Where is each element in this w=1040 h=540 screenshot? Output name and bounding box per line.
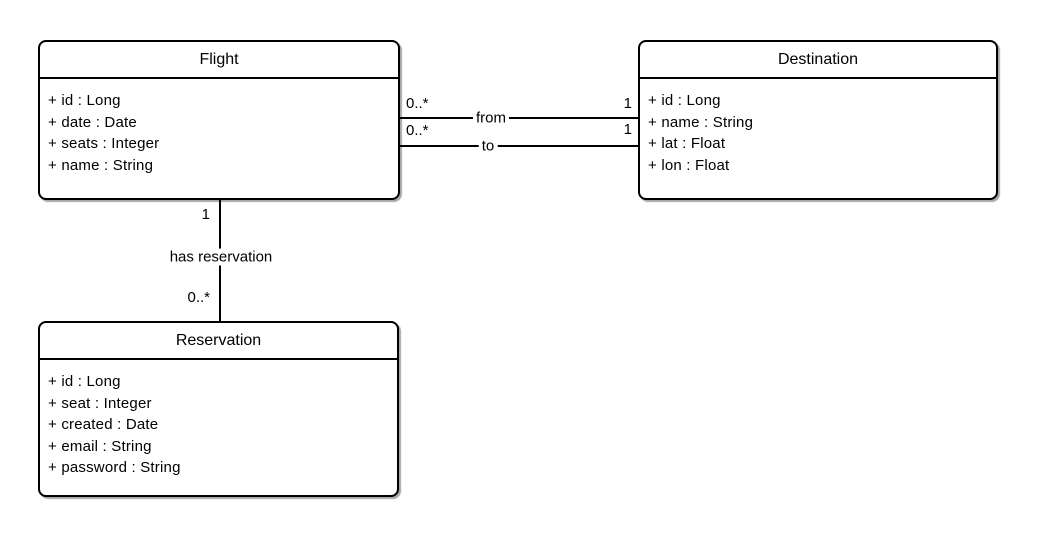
attribute: + password : String	[48, 459, 181, 476]
association-line-from[interactable]	[400, 117, 638, 119]
class-attributes-destination: + id : Long + name : String + lat : Floa…	[640, 79, 996, 187]
class-box-reservation[interactable]: Reservation + id : Long + seat : Integer…	[38, 321, 399, 497]
edge-label-has-reservation[interactable]: has reservation	[166, 248, 276, 266]
attribute: + id : Long	[48, 92, 121, 109]
multiplicity-destination-to: 1	[552, 121, 632, 138]
attribute: + lat : Float	[648, 135, 726, 152]
class-box-destination[interactable]: Destination + id : Long + name : String …	[638, 40, 998, 200]
attribute: + name : String	[648, 113, 754, 131]
class-title-reservation: Reservation	[40, 323, 397, 360]
edge-label-to[interactable]: to	[478, 137, 498, 155]
multiplicity-destination-from: 1	[552, 95, 632, 112]
multiplicity-flight-to: 0..*	[406, 122, 429, 139]
multiplicity-flight-reservation: 1	[130, 206, 210, 223]
attribute: + id : Long	[648, 92, 721, 109]
class-attributes-reservation: + id : Long + seat : Integer + created :…	[40, 360, 397, 490]
class-box-flight[interactable]: Flight + id : Long + date : Date + seats…	[38, 40, 400, 200]
class-attributes-flight: + id : Long + date : Date + seats : Inte…	[40, 79, 398, 187]
attribute: + seats : Integer	[48, 135, 160, 152]
attribute: + email : String	[48, 437, 152, 455]
association-line-to[interactable]	[400, 145, 638, 147]
class-title-destination: Destination	[640, 42, 996, 79]
attribute: + name : String	[48, 156, 154, 174]
edge-label-from[interactable]: from	[473, 109, 509, 127]
attribute: + date : Date	[48, 113, 137, 131]
multiplicity-reservation: 0..*	[130, 289, 210, 306]
attribute: + seat : Integer	[48, 394, 152, 412]
multiplicity-flight-from: 0..*	[406, 95, 429, 112]
attribute: + lon : Float	[648, 156, 730, 174]
attribute: + created : Date	[48, 416, 159, 433]
attribute: + id : Long	[48, 373, 121, 390]
class-title-flight: Flight	[40, 42, 398, 79]
